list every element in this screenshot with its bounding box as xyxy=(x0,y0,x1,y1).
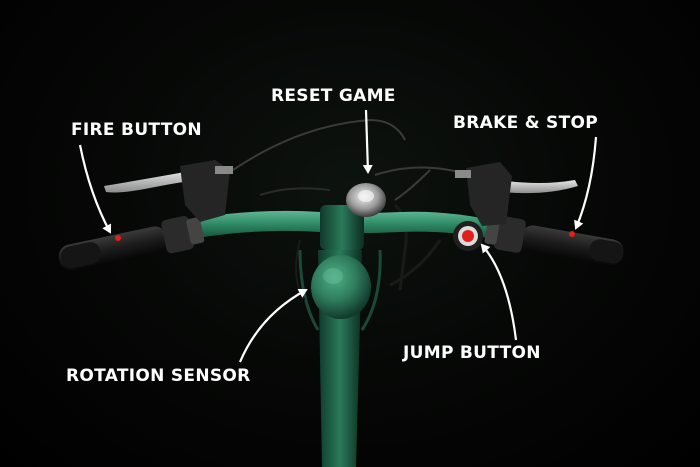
brake-cable-left xyxy=(232,118,406,171)
stem-clamp xyxy=(320,205,364,250)
label-fire-button: FIRE BUTTON xyxy=(71,120,202,140)
label-reset-game: RESET GAME xyxy=(271,86,396,106)
label-rotation-sensor: ROTATION SENSOR xyxy=(66,366,251,386)
left-grip xyxy=(58,216,205,271)
label-brake-stop: BRAKE & STOP xyxy=(453,113,599,133)
right-brake-body xyxy=(466,162,512,226)
jump-button-red xyxy=(462,230,474,242)
label-jump-button: JUMP BUTTON xyxy=(403,343,541,363)
rotation-sensor-ball xyxy=(311,255,371,319)
fire-button-red xyxy=(115,235,121,241)
right-brake-lever xyxy=(500,180,578,194)
brake-button-red xyxy=(569,231,575,237)
left-brake-body xyxy=(180,160,230,222)
